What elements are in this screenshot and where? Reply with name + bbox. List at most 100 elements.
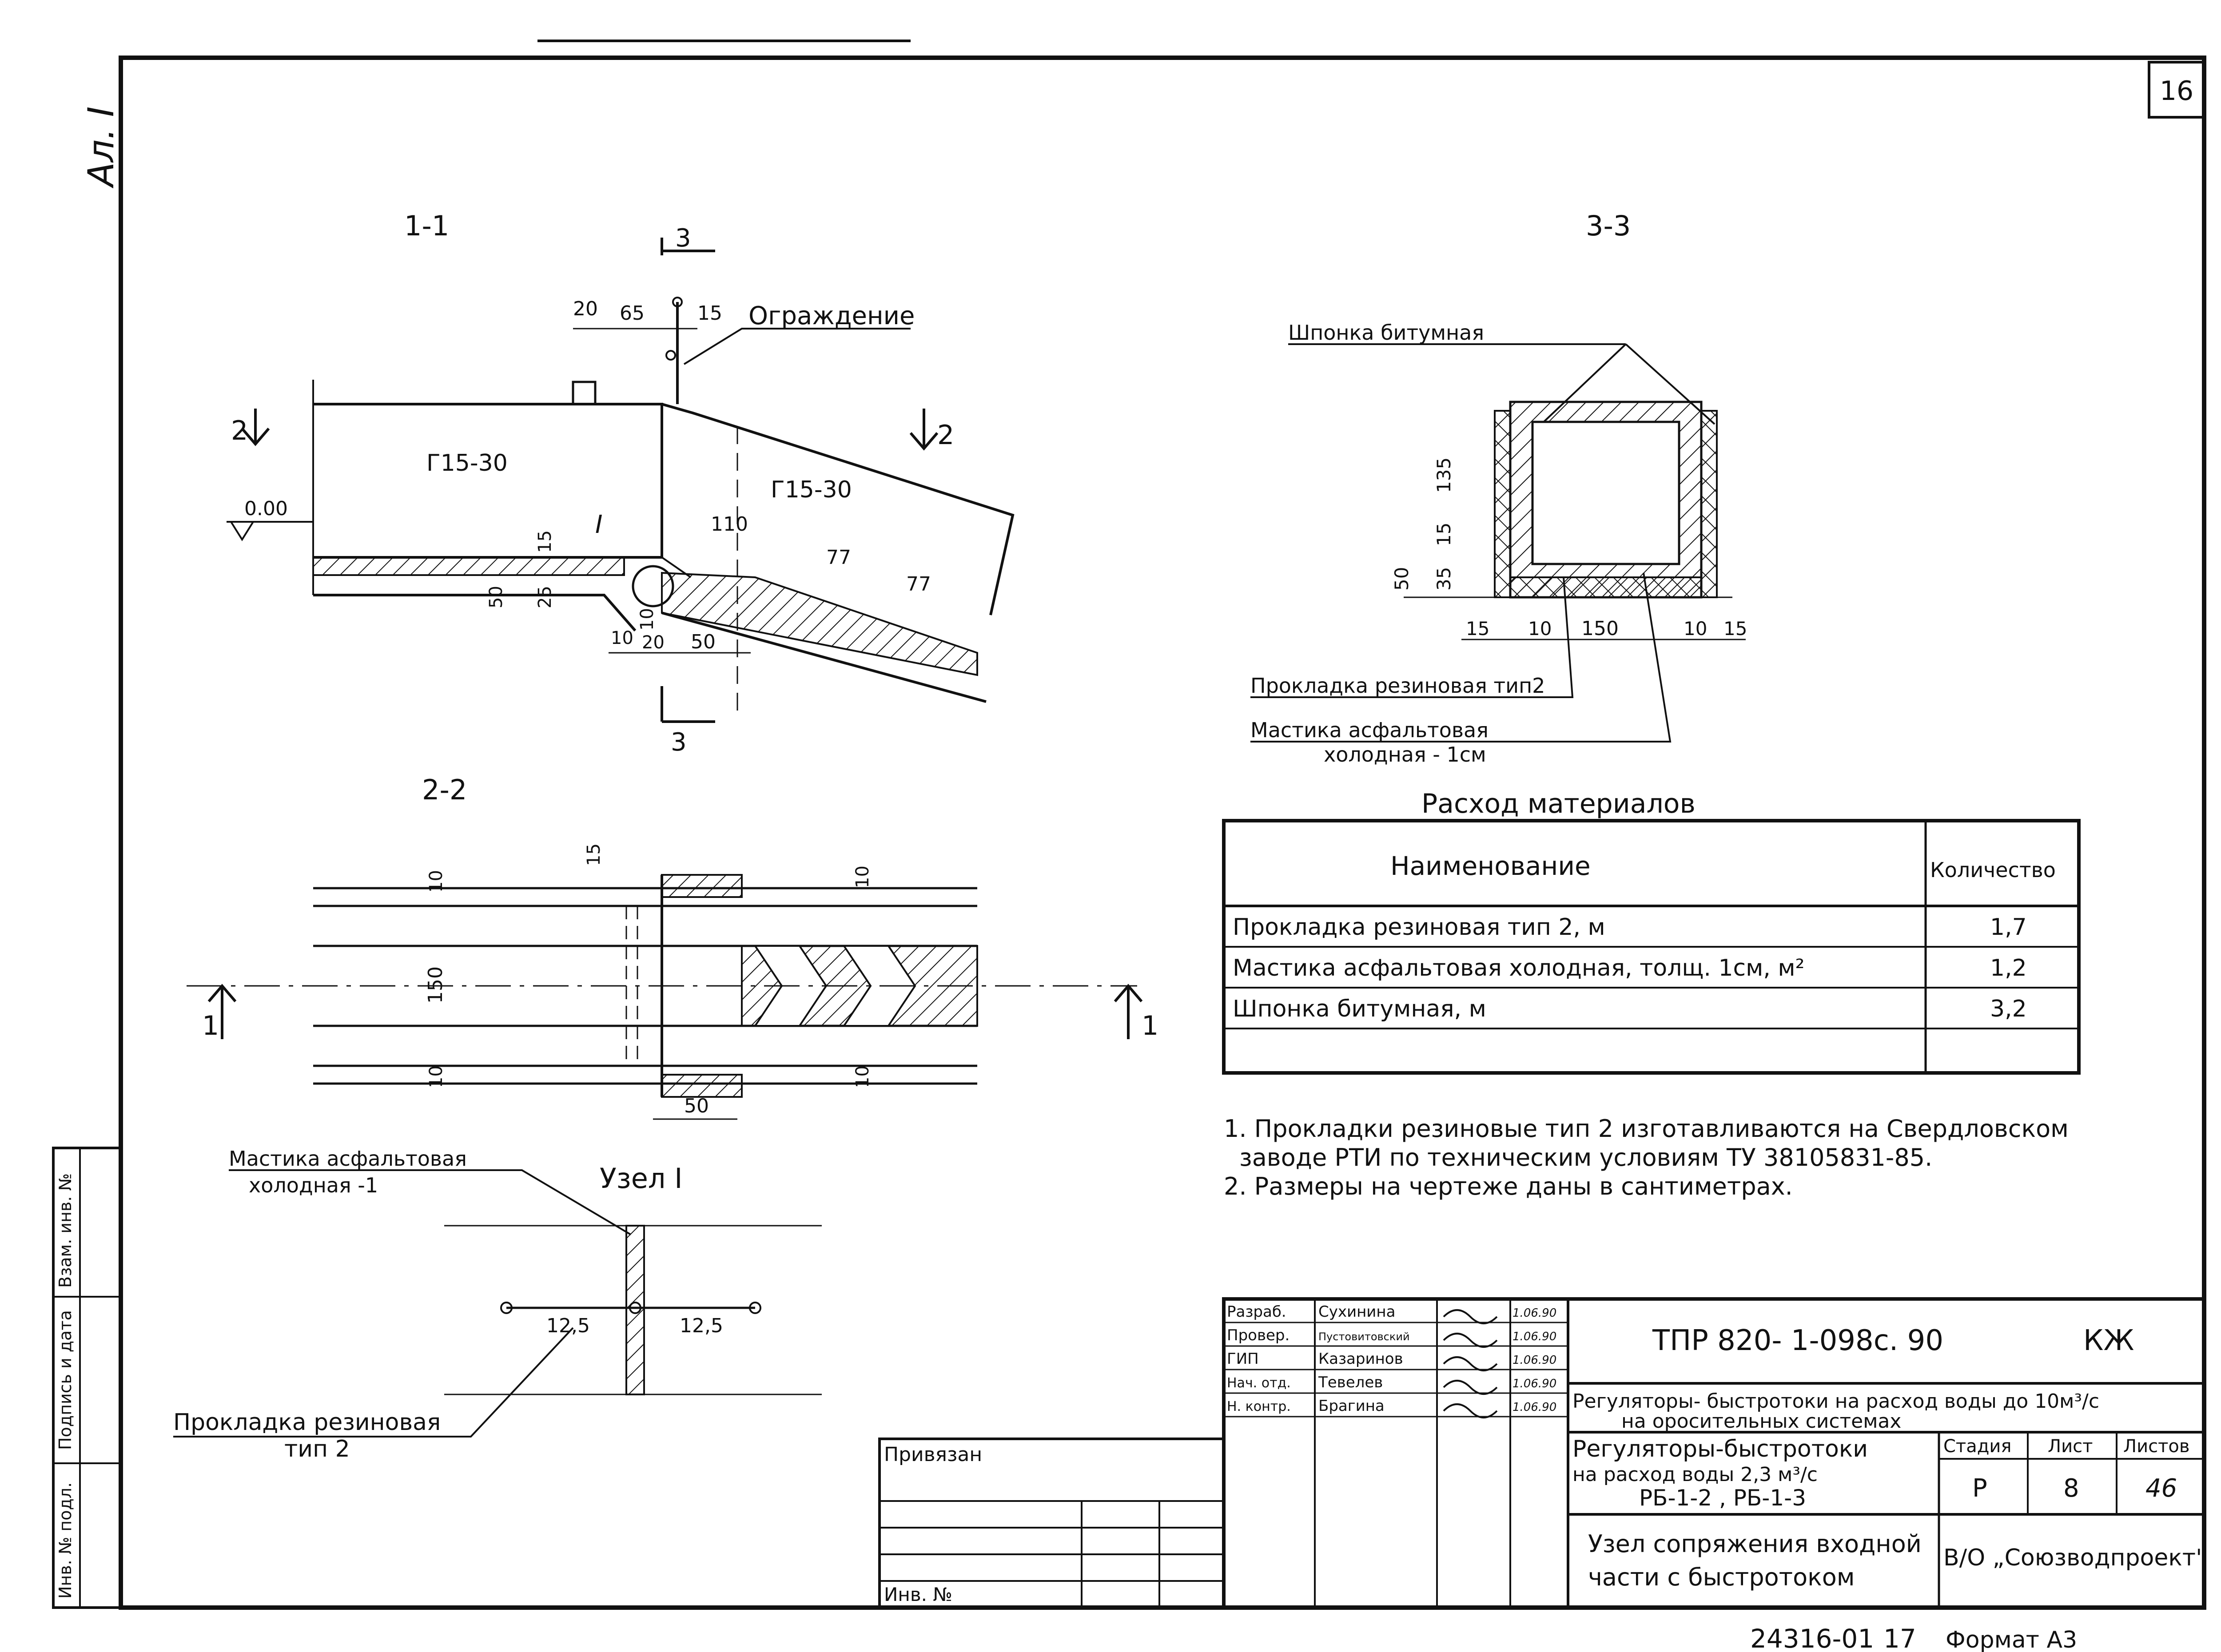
date-3: 1.06.90 [1513, 1354, 1556, 1367]
node-mastic-1: Мастика асфальтовая [229, 1147, 467, 1171]
dim-77b: 77 [906, 573, 931, 596]
table-row-3-qty: 3,2 [1990, 996, 2027, 1022]
sheet-title-1: Узел сопряжения входной [1588, 1530, 1922, 1558]
name-3: Казаринов [1318, 1350, 1403, 1368]
side-mark-1-right: 1 [1142, 1010, 1158, 1041]
role-5: Н. контр. [1227, 1399, 1291, 1414]
name-4: Тевелев [1318, 1374, 1383, 1391]
view-1-1-title: 1-1 [404, 210, 449, 242]
dim-33-10b: 10 [1684, 618, 1707, 639]
stamp-inv-podl: Инв. № подл. [56, 1482, 75, 1599]
object-line-3: РБ-1-2 , РБ-1-3 [1639, 1485, 1806, 1511]
dim-33-135: 135 [1433, 457, 1455, 493]
signatures [1443, 1309, 1498, 1418]
dim-22-10c: 10 [426, 1065, 446, 1088]
dim-33-15b: 15 [1723, 618, 1747, 639]
dim-h-10: 10 [611, 628, 633, 648]
table-row-3-name: Шпонка битумная, м [1233, 996, 1486, 1022]
dim-33-15a: 15 [1466, 618, 1489, 639]
sheet-title-2: части с быстротоком [1588, 1563, 1855, 1591]
name-1: Сухинина [1318, 1303, 1395, 1321]
date-1: 1.06.90 [1513, 1307, 1556, 1320]
side-mark-2-right: 2 [937, 420, 954, 451]
list-header: Лист [2048, 1436, 2093, 1457]
lists-header: Листов [2123, 1436, 2189, 1457]
object-line-1: Регуляторы-быстротоки [1572, 1436, 1868, 1462]
dim-v-50: 50 [486, 586, 506, 608]
dim-h-50: 50 [691, 631, 716, 653]
side-mark-1-left: 1 [202, 1010, 219, 1041]
dim-22-10d: 10 [852, 1065, 873, 1088]
side-label: Ал. I [80, 107, 122, 189]
inv-label: Инв. № [884, 1584, 952, 1605]
doc-code: ТПР 820- 1-098с. 90 [1652, 1324, 1943, 1357]
table-row-2-name: Мастика асфальтовая холодная, толщ. 1см,… [1233, 955, 1805, 981]
format-label: Формат А3 [1946, 1627, 2077, 1652]
sheet-number-box [2148, 61, 2205, 119]
privyazan-label: Привязан [884, 1443, 982, 1466]
view-2-2-title: 2-2 [422, 774, 467, 806]
role-1: Разраб. [1227, 1303, 1286, 1321]
role-4: Нач. отд. [1227, 1375, 1291, 1391]
doc-mark: КЖ [2083, 1324, 2134, 1357]
bottom-page: 17 [1883, 1624, 1916, 1652]
note-line-3: 2. Размеры на чертеже даны в сантиметрах… [1224, 1172, 1793, 1200]
view-2-2: 2-2 1 1 10 15 10 150 10 10 50 [187, 774, 1158, 1120]
name-2: Пустовитовский [1318, 1330, 1410, 1343]
block-right-label: Г15-30 [771, 477, 852, 503]
title-block: Привязан Инв. № Разраб. Провер. ГИП Нач.… [878, 1297, 2206, 1609]
dim-20: 20 [573, 298, 598, 320]
dim-33-35: 35 [1433, 567, 1455, 591]
mastic-33-2: холодная - 1см [1324, 743, 1486, 766]
dim-15: 15 [697, 302, 722, 325]
sheet-frame [119, 56, 2206, 1610]
table-header-qty: Количество [1930, 858, 2056, 882]
dim-h-20: 20 [642, 632, 665, 653]
note-line-1: 1. Прокладки резиновые тип 2 изготавлива… [1224, 1115, 2069, 1143]
node-dim-b: 12,5 [680, 1314, 723, 1337]
side-stamp: Инв. № подл. Подпись и дата Взам. инв. № [52, 1147, 121, 1609]
bottom-code: 24316-01 [1750, 1624, 1874, 1652]
note-line-2: заводе РТИ по техническим условиям ТУ 38… [1239, 1144, 1932, 1171]
dim-33-50: 50 [1391, 567, 1413, 591]
dim-v-15: 15 [535, 530, 555, 553]
role-3: ГИП [1227, 1350, 1259, 1368]
view-3-3-title: 3-3 [1586, 210, 1631, 242]
role-2: Провер. [1227, 1326, 1290, 1344]
gasket-33: Прокладка резиновая тип2 [1250, 674, 1545, 698]
dim-33-150: 150 [1581, 617, 1619, 640]
date-4: 1.06.90 [1513, 1377, 1556, 1390]
materials-table: Расход материалов Наименование Количеств… [1222, 788, 2081, 1075]
table-row-2-qty: 1,2 [1990, 955, 2027, 981]
block-left-label: Г15-30 [426, 450, 508, 477]
dim-65: 65 [620, 302, 645, 325]
stamp-vzam: Взам. инв. № [56, 1173, 75, 1288]
dim-33-10a: 10 [1528, 618, 1552, 639]
dim-v-10: 10 [637, 608, 657, 631]
materials-title: Расход материалов [1421, 788, 1696, 819]
dim-110: 110 [711, 513, 748, 536]
org-name: В/О „Союзводпроект" [1943, 1545, 2206, 1571]
list-value: 8 [2063, 1474, 2079, 1503]
section-mark-3-bottom: 3 [671, 728, 687, 757]
dim-77a: 77 [826, 546, 851, 569]
project-line-2: на оросительных системах [1621, 1410, 1901, 1433]
dim-22-10b: 10 [852, 866, 873, 888]
node-mastic-2: холодная -1 [249, 1173, 378, 1197]
dim-v-25: 25 [535, 586, 555, 608]
dim-22-50: 50 [684, 1095, 709, 1117]
stage-value: Р [1972, 1474, 1987, 1503]
stage-header: Стадия [1943, 1436, 2011, 1457]
fence-label: Ограждение [748, 302, 915, 330]
node-gasket-2: тип 2 [284, 1436, 350, 1462]
node-mark: I [595, 510, 603, 539]
mastic-33-1: Мастика асфальтовая [1250, 718, 1489, 742]
notes: 1. Прокладки резиновые тип 2 изготавлива… [1224, 1115, 2069, 1200]
shponka-label: Шпонка битумная [1288, 321, 1484, 345]
date-5: 1.06.90 [1513, 1401, 1556, 1414]
dim-22-150: 150 [424, 966, 447, 1004]
section-mark-3-top: 3 [675, 224, 691, 253]
node-title: Узел I [600, 1162, 683, 1195]
view-3-3: 3-3 Шпонка битумная 135 15 50 35 15 10 1… [1250, 210, 1747, 766]
